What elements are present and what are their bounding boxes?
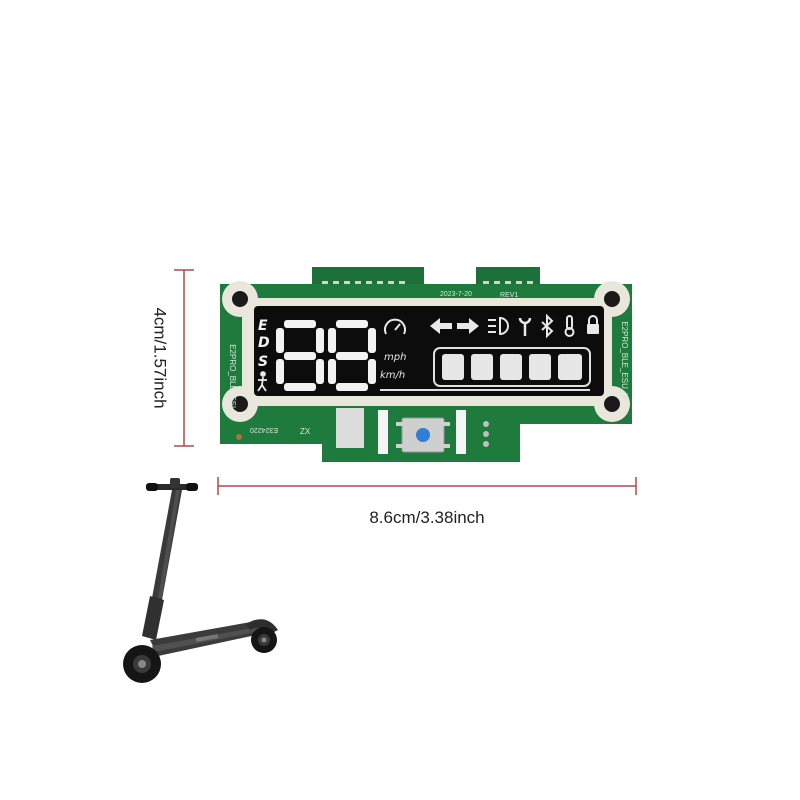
test-points xyxy=(236,421,489,447)
tactile-switch-button xyxy=(416,428,430,442)
width-dimension-label: 8.6cm/3.38inch xyxy=(369,508,485,527)
mode-letter-s: S xyxy=(258,354,268,370)
silkscreen-zx: ZX xyxy=(300,427,311,436)
silkscreen-date: 2023-7-20 xyxy=(440,291,472,298)
handlebar-display xyxy=(170,478,180,488)
speedometer-icon xyxy=(384,318,406,335)
pad-block xyxy=(336,408,364,448)
bluetooth-icon xyxy=(541,313,554,339)
battery-segments xyxy=(442,354,582,380)
silkscreen-part: E324220 xyxy=(250,426,278,433)
silkscreen-rev: REV1 xyxy=(500,292,518,299)
mode-letter-e: E xyxy=(258,318,268,334)
unit-mph: mph xyxy=(384,352,406,363)
headlight-icon xyxy=(488,316,509,336)
battery-segment xyxy=(471,354,493,380)
battery-segment xyxy=(558,354,582,380)
speedometer-needle xyxy=(394,323,401,331)
top-connector-tab-left xyxy=(312,267,424,289)
wrench-icon xyxy=(518,317,532,336)
speed-digit-2 xyxy=(328,320,376,391)
lock-icon xyxy=(587,315,599,334)
silkscreen-right: E2PRO_BLE_ESU_V xyxy=(620,321,629,399)
battery-segment xyxy=(442,354,464,380)
top-connector-tab-right xyxy=(476,267,540,287)
unit-kmh: km/h xyxy=(380,370,405,381)
switch-legs xyxy=(396,422,450,448)
battery-segment xyxy=(529,354,551,380)
front-fork xyxy=(142,596,164,640)
speed-digit-1 xyxy=(276,320,324,391)
mode-letter-d: D xyxy=(258,335,270,351)
walk-mode-icon xyxy=(257,371,267,392)
silkscreen-left: E2PRO_BLE_ESU xyxy=(228,344,237,412)
left-arrow-icon xyxy=(430,318,452,334)
thermometer-icon xyxy=(564,315,575,337)
slot-left xyxy=(378,410,388,454)
slot-right xyxy=(456,410,466,454)
right-arrow-icon xyxy=(457,318,479,334)
battery-segment xyxy=(500,354,522,380)
battery-frame xyxy=(433,347,591,387)
